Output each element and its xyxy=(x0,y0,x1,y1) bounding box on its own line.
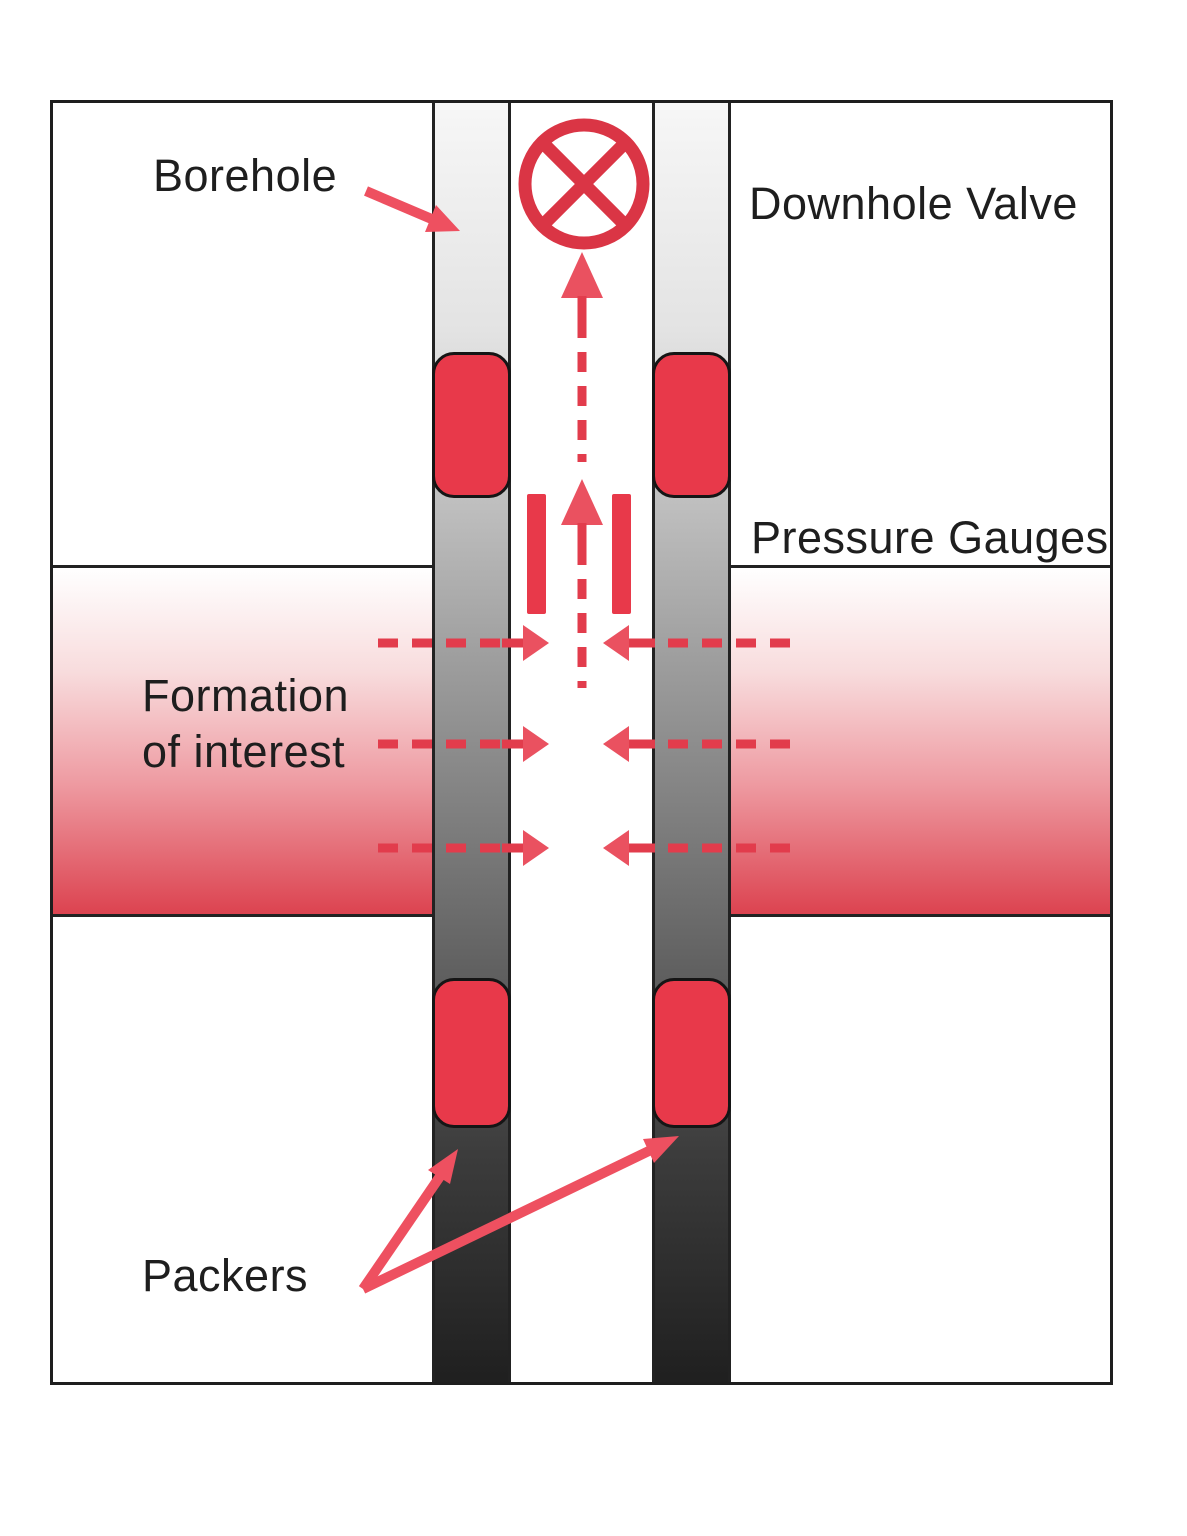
formation-of-interest-band-left xyxy=(53,565,432,917)
formation-of-interest-label: Formation of interest xyxy=(142,668,349,780)
packer-bottom-right xyxy=(652,978,731,1128)
borehole-wall-right xyxy=(652,100,731,1385)
pressure-gauges-label: Pressure Gauges xyxy=(751,512,1109,563)
formation-label-line1: Formation xyxy=(142,670,350,721)
borehole-label: Borehole xyxy=(153,150,338,201)
packers-label: Packers xyxy=(142,1250,309,1301)
formation-of-interest-band-right xyxy=(731,565,1110,917)
formation-label-line2: of interest xyxy=(142,726,346,777)
packer-top-right xyxy=(652,352,731,498)
packer-bottom-left xyxy=(432,978,511,1128)
packer-top-left xyxy=(432,352,511,498)
downhole-valve-label: Downhole Valve xyxy=(749,178,1078,229)
borehole-wall-left xyxy=(432,100,511,1385)
